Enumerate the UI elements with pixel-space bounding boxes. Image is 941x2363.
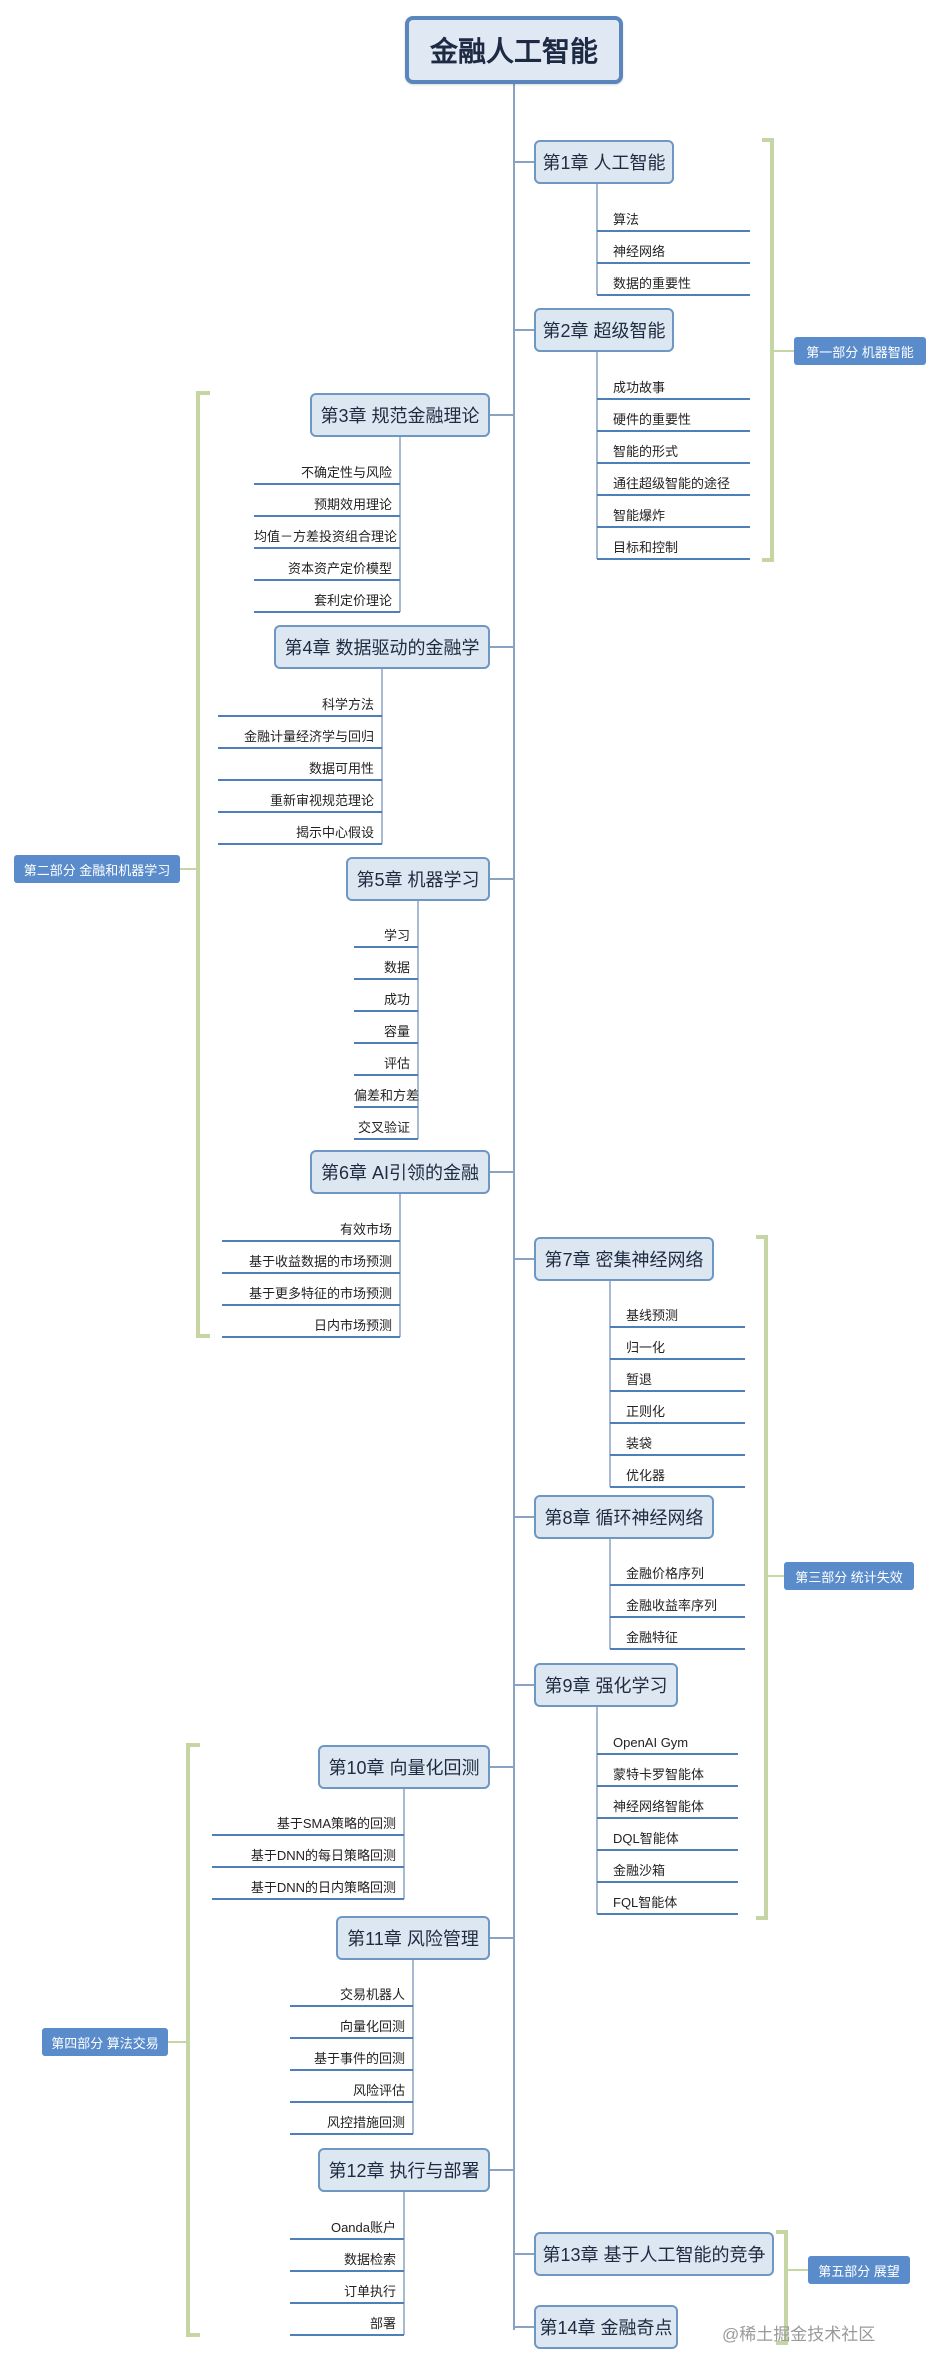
leaf-topic[interactable]: 金融特征 — [626, 1630, 679, 1645]
leaf-topic[interactable]: 基于收益数据的市场预测 — [248, 1254, 392, 1269]
leaf-topic[interactable]: 基于SMA策略的回测 — [276, 1816, 396, 1831]
leaf-topic[interactable]: 金融沙箱 — [613, 1863, 666, 1878]
leaf-topic[interactable]: 重新审视规范理论 — [269, 793, 374, 808]
leaf-topic[interactable]: 硬件的重要性 — [613, 412, 692, 427]
part-label-p2[interactable]: 第二部分 金融和机器学习 — [14, 855, 180, 883]
leaf-topic[interactable]: 智能的形式 — [613, 444, 679, 459]
part-label-p5[interactable]: 第五部分 展望 — [808, 2256, 910, 2284]
leaf-topic[interactable]: 预期效用理论 — [313, 497, 392, 512]
chapter-c10[interactable]: 第10章 向量化回测 — [318, 1745, 490, 1789]
leaf-topic[interactable]: 暂退 — [626, 1372, 653, 1387]
chapter-c9[interactable]: 第9章 强化学习 — [534, 1663, 678, 1707]
leaf-topic[interactable]: 容量 — [383, 1024, 410, 1039]
leaf-topic[interactable]: 成功 — [383, 992, 410, 1007]
part-label-p3[interactable]: 第三部分 统计失效 — [784, 1562, 914, 1590]
watermark: @稀土掘金技术社区 — [722, 2325, 876, 2344]
leaf-topic[interactable]: 数据的重要性 — [613, 276, 692, 291]
leaf-topic[interactable]: DQL智能体 — [613, 1831, 679, 1846]
part-bracket — [196, 391, 210, 1338]
leaf-topic[interactable]: 科学方法 — [321, 697, 374, 712]
leaf-topic[interactable]: 金融收益率序列 — [626, 1598, 718, 1613]
leaf-topic[interactable]: 智能爆炸 — [613, 508, 666, 523]
leaf-topic[interactable]: 优化器 — [626, 1468, 666, 1483]
leaf-topic[interactable]: 订单执行 — [343, 2284, 396, 2299]
chapter-c1[interactable]: 第1章 人工智能 — [534, 140, 674, 184]
leaf-topic[interactable]: 套利定价理论 — [313, 593, 392, 608]
leaf-topic[interactable]: 数据检索 — [343, 2252, 396, 2267]
leaf-topic[interactable]: 均值－方差投资组合理论 — [254, 529, 398, 544]
chapter-c6[interactable]: 第6章 AI引领的金融 — [310, 1150, 490, 1194]
chapter-c2[interactable]: 第2章 超级智能 — [534, 308, 674, 352]
leaf-topic[interactable]: 学习 — [383, 928, 410, 943]
leaf-topic[interactable]: 向量化回测 — [339, 2019, 405, 2034]
root-topic[interactable]: 金融人工智能 — [405, 16, 623, 84]
leaf-topic[interactable]: 基于DNN的每日策略回测 — [250, 1848, 396, 1863]
chapter-c7[interactable]: 第7章 密集神经网络 — [534, 1237, 714, 1281]
leaf-topic[interactable]: 基线预测 — [626, 1308, 679, 1323]
leaf-topic[interactable]: 交易机器人 — [339, 1987, 405, 2002]
leaf-topic[interactable]: 风控措施回测 — [326, 2115, 405, 2130]
leaf-topic[interactable]: 不确定性与风险 — [300, 465, 392, 480]
part-label-p1[interactable]: 第一部分 机器智能 — [794, 337, 926, 365]
leaf-topic[interactable]: 数据 — [383, 960, 410, 975]
leaf-topic[interactable]: 目标和控制 — [613, 540, 679, 555]
part-bracket — [776, 2230, 788, 2345]
chapter-c5[interactable]: 第5章 机器学习 — [346, 857, 490, 901]
chapter-c11[interactable]: 第11章 风险管理 — [336, 1916, 490, 1960]
leaf-topic[interactable]: 基于更多特征的市场预测 — [248, 1286, 392, 1301]
chapter-c14[interactable]: 第14章 金融奇点 — [534, 2305, 678, 2349]
leaf-topic[interactable]: 通往超级智能的途径 — [613, 476, 731, 491]
leaf-topic[interactable]: 金融价格序列 — [626, 1566, 705, 1581]
leaf-topic[interactable]: 算法 — [613, 212, 640, 227]
leaf-topic[interactable]: 装袋 — [626, 1436, 653, 1451]
leaf-topic[interactable]: 偏差和方差 — [354, 1088, 420, 1103]
leaf-topic[interactable]: 成功故事 — [613, 380, 666, 395]
part-label-p4[interactable]: 第四部分 算法交易 — [42, 2028, 168, 2056]
leaf-topic[interactable]: 日内市场预测 — [313, 1318, 392, 1333]
chapter-c12[interactable]: 第12章 执行与部署 — [318, 2148, 490, 2192]
leaf-topic[interactable]: 蒙特卡罗智能体 — [613, 1767, 705, 1782]
leaf-topic[interactable]: 数据可用性 — [308, 761, 374, 776]
leaf-topic[interactable]: 风险评估 — [352, 2083, 405, 2098]
chapter-c13[interactable]: 第13章 基于人工智能的竞争 — [534, 2232, 774, 2276]
leaf-topic[interactable]: FQL智能体 — [613, 1895, 678, 1910]
leaf-topic[interactable]: OpenAI Gym — [613, 1735, 689, 1750]
leaf-topic[interactable]: 正则化 — [626, 1404, 666, 1419]
chapter-c4[interactable]: 第4章 数据驱动的金融学 — [274, 625, 490, 669]
part-bracket — [756, 1235, 768, 1920]
part-bracket — [762, 138, 774, 562]
leaf-topic[interactable]: 有效市场 — [339, 1222, 392, 1237]
leaf-topic[interactable]: 归一化 — [626, 1340, 666, 1355]
leaf-topic[interactable]: 金融计量经济学与回归 — [243, 729, 374, 744]
leaf-topic[interactable]: 基于事件的回测 — [313, 2051, 405, 2066]
leaf-topic[interactable]: 神经网络智能体 — [613, 1799, 705, 1814]
leaf-topic[interactable]: 基于DNN的日内策略回测 — [250, 1880, 396, 1895]
leaf-topic[interactable]: 评估 — [383, 1056, 410, 1071]
leaf-topic[interactable]: 揭示中心假设 — [295, 825, 374, 840]
leaf-topic[interactable]: 部署 — [369, 2316, 396, 2331]
chapter-c8[interactable]: 第8章 循环神经网络 — [534, 1495, 714, 1539]
leaf-topic[interactable]: 交叉验证 — [357, 1120, 410, 1135]
chapter-c3[interactable]: 第3章 规范金融理论 — [310, 393, 490, 437]
part-bracket — [186, 1743, 200, 2337]
leaf-topic[interactable]: 资本资产定价模型 — [287, 561, 392, 576]
leaf-topic[interactable]: Oanda账户 — [330, 2220, 396, 2235]
leaf-topic[interactable]: 神经网络 — [613, 244, 666, 259]
